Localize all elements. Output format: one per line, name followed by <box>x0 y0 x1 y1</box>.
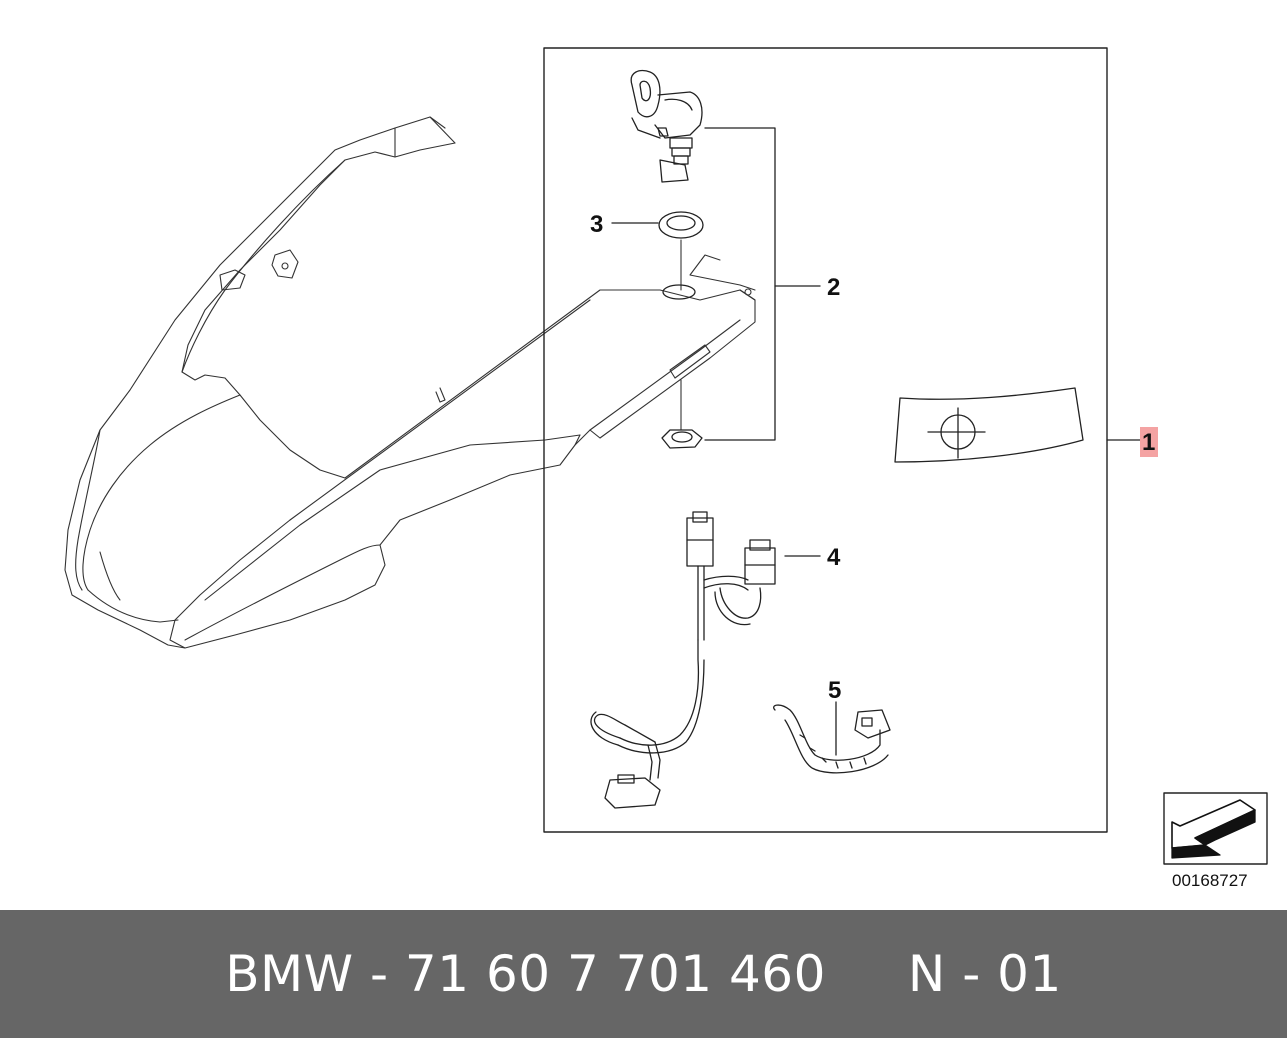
diagram-canvas: 1 2 3 4 5 00168727 <box>64 47 1268 890</box>
cable-tie-drawing <box>773 704 891 774</box>
wiring-harness-drawing <box>590 511 776 809</box>
mounting-hole-drawing <box>662 284 696 300</box>
reference-number: 00168727 <box>1172 871 1248 890</box>
callout-5[interactable]: 5 <box>828 677 841 704</box>
connector-socket-drawing <box>630 69 703 183</box>
footer-bar: BMW - 71 60 7 701 460 N - 01 <box>0 910 1287 1038</box>
kit-boundary-box <box>543 47 1108 833</box>
hex-nut-drawing <box>661 429 703 449</box>
callout-1-highlight <box>1140 427 1158 457</box>
gasket-ring-drawing <box>658 211 704 239</box>
callout-2[interactable]: 2 <box>827 274 840 301</box>
arrow-icon <box>1163 792 1268 865</box>
callout-4[interactable]: 4 <box>827 544 841 571</box>
fairing-drawing <box>64 116 756 649</box>
part-number-label: BMW - 71 60 7 701 460 N - 01 <box>225 945 1062 1003</box>
parts-diagram: 1 2 3 4 5 00168727 <box>64 47 1268 890</box>
callout-3[interactable]: 3 <box>590 211 603 238</box>
callout-1[interactable]: 1 <box>1142 429 1155 456</box>
sticker-drawing <box>894 387 1084 463</box>
